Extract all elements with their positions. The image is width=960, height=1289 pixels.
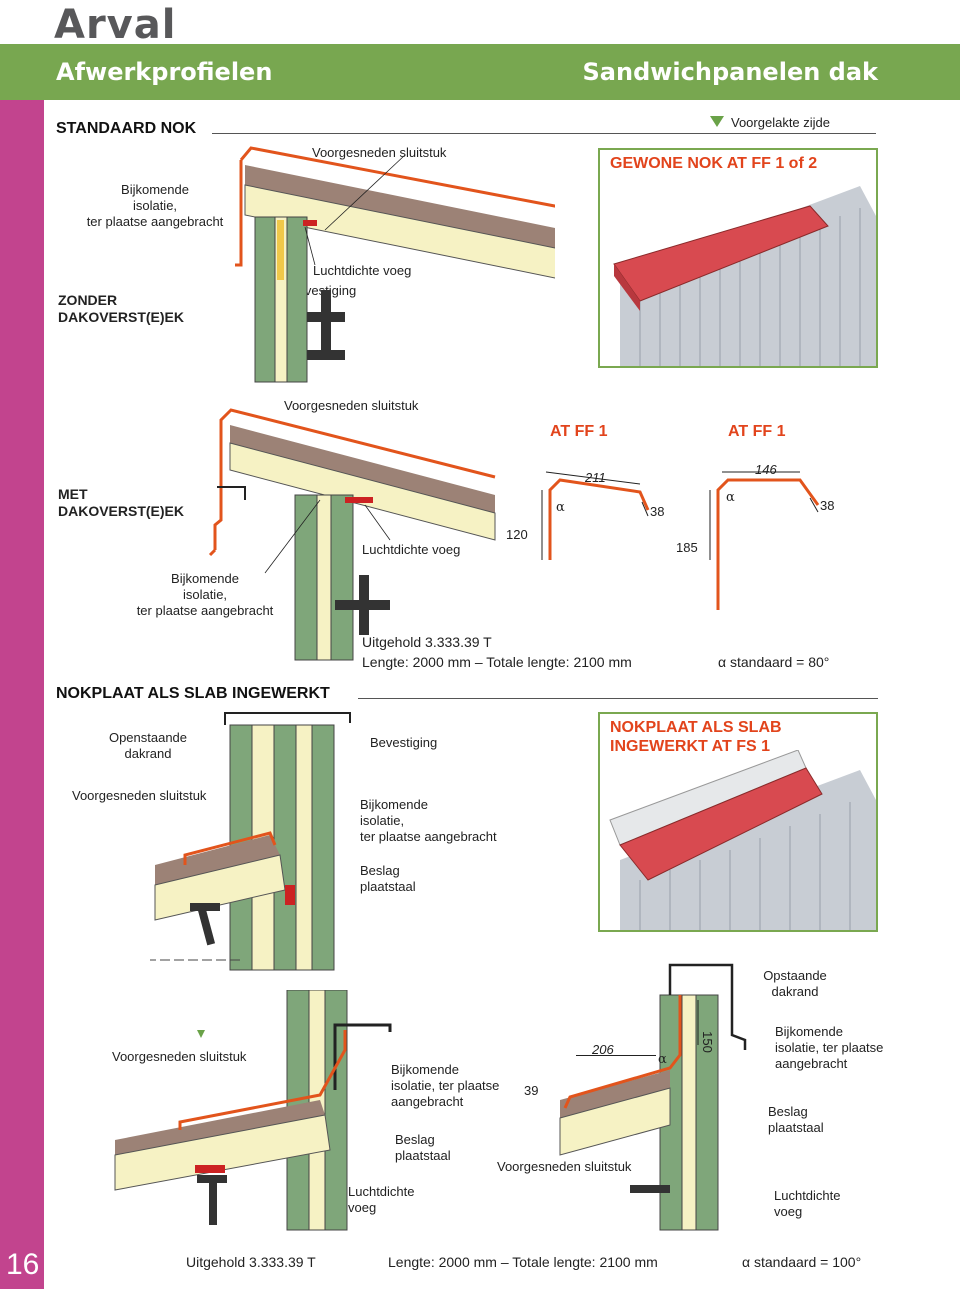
spec-alpha-standaard-1: α standaard = 80° — [718, 654, 830, 670]
spec-lengte-2: Lengte: 2000 mm – Totale lengte: 2100 mm — [388, 1254, 658, 1270]
label-opstaande-dakrand: Opstaande dakrand — [763, 968, 827, 999]
drawing-met-dakoverstek — [208, 408, 496, 661]
drawing-nokplaat-3 — [559, 963, 747, 1231]
brand-logo: Arval — [54, 2, 177, 48]
label-bijkomende-isolatie: Bijkomende isolatie, ter plaatse aangebr… — [86, 182, 224, 229]
section-rule — [212, 133, 876, 134]
label-bijkomende-isolatie-3: Bijkomende isolatie, ter plaatse aangebr… — [360, 797, 497, 844]
profile1-dim-side: 120 — [506, 527, 528, 542]
drawing-standaard-nok — [235, 146, 555, 383]
illustration-gewone-nok — [613, 186, 876, 366]
label-voorgesneden-sluitstuk-2: Voorgesneden sluitstuk — [284, 398, 419, 413]
label-zonder-dakoverstek: ZONDER DAKOVERST(E)EK — [58, 292, 185, 325]
profile3-dim-top: 206 — [592, 1042, 614, 1057]
profile1-dim-top: 211 — [585, 470, 606, 485]
profile2-alpha: α — [726, 490, 735, 505]
label-bijkomende-isolatie-2: Bijkomende isolatie, ter plaatse aangebr… — [136, 571, 274, 618]
spec-alpha-standaard-2: α standaard = 100° — [742, 1254, 862, 1270]
profile1-dim-end: 38 — [650, 504, 665, 519]
profile1-alpha: α — [556, 500, 565, 515]
section-title-standaard-nok: STANDAARD NOK — [56, 120, 197, 137]
profile2-dim-side: 185 — [676, 540, 698, 555]
illustration-nokplaat — [609, 750, 876, 930]
label-beslag-plaatstaal: Beslag plaatstaal — [360, 863, 416, 894]
header-section-title: Afwerkprofielen — [56, 58, 273, 86]
profile3-alpha: α — [658, 1052, 667, 1067]
box-title-gewone-nok: GEWONE NOK AT FF 1 of 2 — [610, 155, 818, 172]
label-voorgesneden-sluitstuk: Voorgesneden sluitstuk — [312, 145, 447, 160]
profile-drawings — [541, 471, 820, 610]
profile2-dim-top: 146 — [755, 462, 777, 477]
profile3-dim-end: 150 — [699, 1031, 715, 1053]
drawing-nokplaat-2 — [114, 990, 392, 1231]
label-beslag-plaatstaal-2: Beslag plaatstaal — [395, 1132, 451, 1163]
label-bijkomende-isolatie-4: Bijkomende isolatie, ter plaatse aangebr… — [391, 1062, 500, 1109]
label-luchtdichte-voeg-3: Luchtdichte voeg — [348, 1184, 415, 1215]
drawing-nokplaat-1 — [150, 712, 351, 971]
header-category-title: Sandwichpanelen dak — [582, 58, 878, 86]
label-beslag-plaatstaal-3: Beslag plaatstaal — [768, 1104, 824, 1135]
label-luchtdichte-voeg: Luchtdichte voeg — [313, 263, 412, 278]
section-title-nokplaat: NOKPLAAT ALS SLAB INGEWERKT — [56, 685, 330, 702]
profile2-dim-end: 38 — [820, 498, 835, 513]
figure-box-gewone-nok: GEWONE NOK AT FF 1 of 2 — [598, 148, 878, 368]
spec-uitgehold-1: Uitgehold 3.333.39 T — [362, 634, 492, 650]
figure-box-nokplaat: NOKPLAAT ALS SLAB INGEWERKT AT FS 1 — [598, 712, 878, 932]
label-voorgesneden-sluitstuk-4: Voorgesneden sluitstuk — [112, 1049, 247, 1064]
header-band — [0, 44, 960, 100]
section-rule-2 — [358, 698, 878, 699]
label-openstaande-dakrand: Openstaande dakrand — [108, 730, 188, 761]
label-met-dakoverstek: MET DAKOVERST(E)EK — [58, 486, 185, 519]
triangle-marker-icon — [710, 116, 724, 127]
profile2-title: AT FF 1 — [728, 423, 786, 440]
label-bevestiging-2: Bevestiging — [370, 735, 438, 750]
label-luchtdichte-voeg-2: Luchtdichte voeg — [362, 542, 461, 557]
profile3-dim-side: 39 — [524, 1083, 539, 1098]
label-bijkomende-isolatie-5: Bijkomende isolatie, ter plaatse aangebr… — [775, 1024, 884, 1071]
spec-uitgehold-2: Uitgehold 3.333.39 T — [186, 1254, 316, 1270]
spec-lengte-1: Lengte: 2000 mm – Totale lengte: 2100 mm — [362, 654, 632, 670]
side-bar — [0, 100, 44, 1289]
legend-voorgelakte: Voorgelakte zijde — [731, 115, 831, 130]
label-voorgesneden-sluitstuk-5: Voorgesneden sluitstuk — [497, 1159, 632, 1174]
label-voorgesneden-sluitstuk-3: Voorgesneden sluitstuk — [72, 788, 207, 803]
profile1-title: AT FF 1 — [550, 423, 608, 440]
box-title-nokplaat: NOKPLAAT ALS SLAB INGEWERKT AT FS 1 — [610, 719, 782, 755]
page-number: 16 — [6, 1248, 40, 1281]
label-luchtdichte-voeg-4: Luchtdichte voeg — [774, 1188, 841, 1219]
